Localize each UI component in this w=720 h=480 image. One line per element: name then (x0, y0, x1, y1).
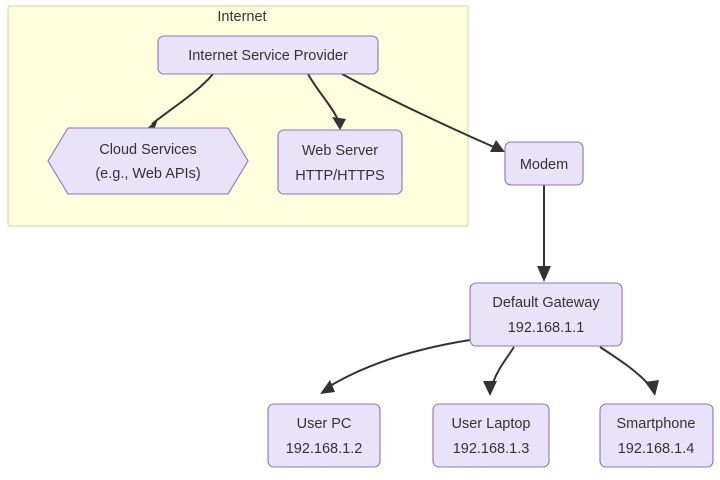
node-gateway-label-line1: Default Gateway (492, 295, 600, 311)
node-laptop-label-line1: User Laptop (452, 416, 531, 432)
node-modem-label: Modem (520, 157, 568, 173)
edge-layer (145, 73, 659, 396)
edge-isp-to-modem (341, 73, 505, 152)
node-cloud-label-line1: Cloud Services (99, 142, 197, 158)
edge-isp-to-modem-arrow (490, 140, 505, 152)
node-internet-service-provider[interactable]: Internet Service Provider (157, 35, 379, 75)
node-modem-shape[interactable] (504, 141, 584, 186)
edge-gateway-to-laptop-arrow (483, 381, 497, 396)
edge-gateway-to-smartphone-path (599, 346, 651, 387)
node-gateway-shape[interactable] (469, 282, 623, 347)
node-cloud-shape[interactable] (47, 127, 249, 195)
node-gateway-label-line2: 192.168.1.1 (508, 320, 585, 336)
node-cloud-label-line2: (e.g., Web APIs) (95, 166, 200, 182)
edge-gateway-to-userpc-arrow (320, 380, 335, 394)
node-web-server[interactable]: Web Server HTTP/HTTPS (277, 129, 403, 195)
edge-gateway-to-userpc-path (329, 339, 471, 387)
node-smartphone-label-line2: 192.168.1.4 (618, 441, 695, 457)
node-smartphone[interactable]: Smartphone 192.168.1.4 (599, 403, 714, 468)
node-user-laptop[interactable]: User Laptop 192.168.1.3 (432, 403, 550, 468)
node-modem[interactable]: Modem (504, 141, 584, 186)
node-webserver-label-line1: Web Server (302, 143, 378, 159)
edge-gateway-to-laptop-path (491, 346, 515, 387)
node-isp-label: Internet Service Provider (188, 48, 348, 64)
node-smartphone-label-line1: Smartphone (617, 416, 696, 432)
node-userpc-shape[interactable] (267, 403, 381, 468)
node-laptop-shape[interactable] (432, 403, 550, 468)
node-cloud-services[interactable]: Cloud Services (e.g., Web APIs) (47, 127, 249, 195)
node-userpc-label-line1: User PC (297, 416, 352, 432)
node-isp-shape[interactable] (157, 35, 379, 75)
node-smartphone-shape[interactable] (599, 403, 714, 468)
edge-modem-to-gateway-arrow (537, 266, 551, 282)
edge-gateway-to-smartphone (599, 346, 659, 396)
edge-gateway-to-userpc (320, 339, 471, 394)
cluster-internet-label: Internet (217, 9, 266, 25)
edge-isp-to-modem-path (341, 73, 497, 149)
edge-gateway-to-smartphone-arrow (645, 380, 659, 396)
node-user-pc[interactable]: User PC 192.168.1.2 (267, 403, 381, 468)
edge-isp-to-webserver (307, 73, 346, 130)
edge-isp-to-webserver-arrow (332, 117, 346, 130)
node-webserver-label-line2: HTTP/HTTPS (295, 168, 384, 184)
node-laptop-label-line2: 192.168.1.3 (453, 441, 530, 457)
node-webserver-shape[interactable] (277, 129, 403, 195)
edge-gateway-to-laptop (483, 346, 515, 396)
node-userpc-label-line2: 192.168.1.2 (286, 441, 363, 457)
edge-modem-to-gateway (537, 185, 551, 282)
edge-isp-to-webserver-path (307, 73, 339, 121)
node-default-gateway[interactable]: Default Gateway 192.168.1.1 (469, 282, 623, 347)
